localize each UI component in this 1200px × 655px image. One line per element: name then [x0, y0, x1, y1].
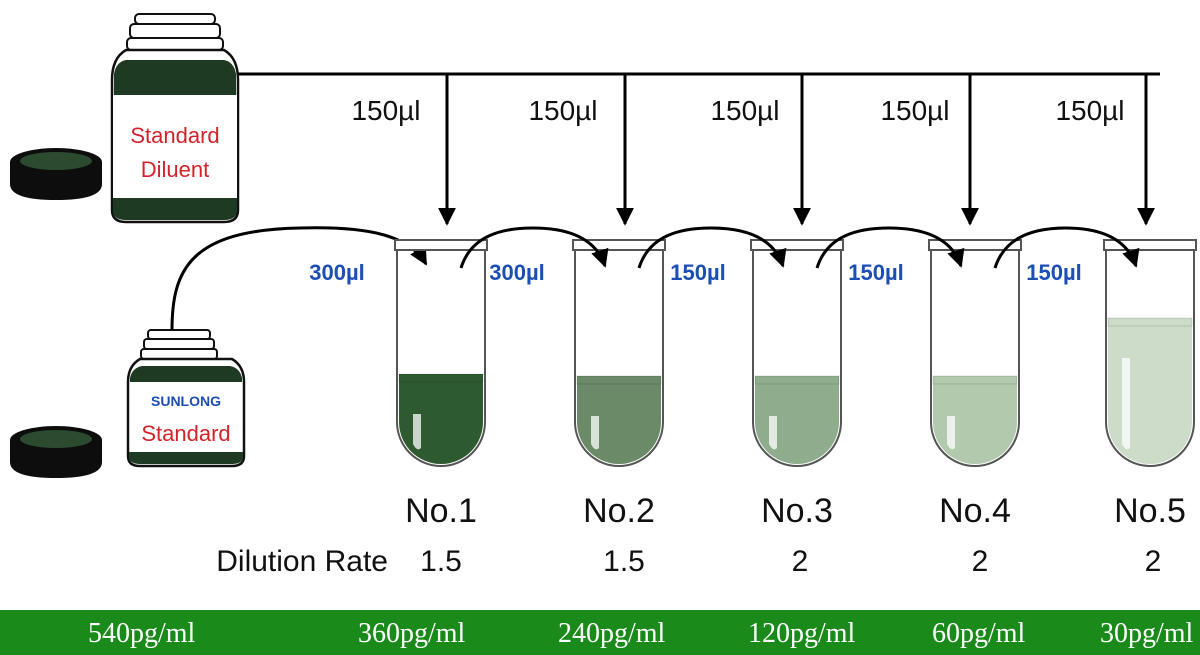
- standard-bottle: SUNLONG Standard: [126, 329, 246, 468]
- tube-liquid: [577, 376, 661, 464]
- tube-name-5: No.5: [1114, 492, 1186, 530]
- concentration-4: 60pg/ml: [932, 618, 1026, 649]
- tube-outline: [574, 250, 664, 467]
- diluent-volume-1: 150µl: [351, 95, 420, 126]
- transfer-volume-5: 150µl: [1026, 260, 1082, 285]
- tube-name-2: No.2: [583, 492, 655, 530]
- dilution-rate-2: 1.5: [603, 545, 645, 578]
- tube-4: No.4: [928, 239, 1022, 530]
- tube-rim: [572, 239, 666, 251]
- dilution-rate-5: 2: [1145, 545, 1162, 578]
- standard-transfer-arrow: [170, 226, 428, 331]
- transfer-arrow-1: [459, 226, 609, 269]
- transfer-volume-2: 300µl: [489, 260, 545, 285]
- diluent-volume-2: 150µl: [528, 95, 597, 126]
- liquid-surface: [576, 375, 662, 385]
- transfer-arrow-4: [993, 226, 1140, 269]
- diluent-bottle: Standard Diluent: [110, 13, 240, 224]
- tube-highlight: [1122, 358, 1130, 450]
- diluent-label-line2: Diluent: [141, 157, 209, 182]
- dilution-rate-3: 2: [792, 545, 809, 578]
- diluent-cap: [10, 148, 102, 200]
- concentration-0: 540pg/ml: [88, 618, 196, 649]
- diluent-volume-3: 150µl: [710, 95, 779, 126]
- tube-outline: [396, 250, 486, 467]
- tube-rim: [928, 239, 1022, 251]
- tube-outline: [752, 250, 842, 467]
- tube-name-3: No.3: [761, 492, 833, 530]
- liquid-surface: [754, 375, 840, 385]
- transfer-volume-3: 150µl: [670, 260, 726, 285]
- tube-1: No.1: [394, 239, 488, 530]
- tube-rim: [1103, 239, 1197, 251]
- tube-2: No.2: [572, 239, 666, 530]
- transfer-volume-1: 300µl: [309, 260, 365, 285]
- concentration-1: 360pg/ml: [358, 618, 466, 649]
- tube-liquid: [399, 374, 483, 464]
- diluent-volume-4: 150µl: [880, 95, 949, 126]
- transfer-volume-4: 150µl: [848, 260, 904, 285]
- tube-name-4: No.4: [939, 492, 1011, 530]
- standard-label: Standard: [141, 421, 230, 446]
- tube-rim: [394, 239, 488, 251]
- standard-brand: SUNLONG: [151, 393, 221, 409]
- tube-liquid: [755, 376, 839, 464]
- concentration-5: 30pg/ml: [1100, 618, 1194, 649]
- concentration-bar: 540pg/ml 360pg/ml 240pg/ml 120pg/ml 60pg…: [0, 610, 1200, 655]
- standard-cap: [10, 426, 102, 478]
- tube-liquid: [933, 376, 1017, 464]
- transfer-arrow-3: [815, 226, 965, 269]
- dilution-rate-label: Dilution Rate: [216, 545, 388, 578]
- tube-outline: [1105, 250, 1195, 467]
- diluent-volume-5: 150µl: [1055, 95, 1124, 126]
- tube-liquid: [1108, 318, 1192, 464]
- transfer-arrow-2: [637, 226, 787, 269]
- dilution-rate-4: 2: [972, 545, 989, 578]
- diluent-label-line1: Standard: [130, 123, 219, 148]
- tube-highlight: [413, 414, 421, 450]
- tube-3: No.3: [750, 239, 844, 530]
- tube-rim: [750, 239, 844, 251]
- liquid-surface: [1107, 317, 1193, 327]
- tube-outline: [930, 250, 1020, 467]
- liquid-surface: [398, 373, 484, 383]
- dilution-rate-1: 1.5: [420, 545, 462, 578]
- tube-highlight: [591, 416, 599, 450]
- tube-highlight: [947, 416, 955, 450]
- liquid-surface: [932, 375, 1018, 385]
- tube-5: No.5: [1103, 239, 1197, 530]
- tube-highlight: [769, 416, 777, 450]
- concentration-3: 120pg/ml: [748, 618, 856, 649]
- concentration-2: 240pg/ml: [558, 618, 666, 649]
- tube-name-1: No.1: [405, 492, 477, 530]
